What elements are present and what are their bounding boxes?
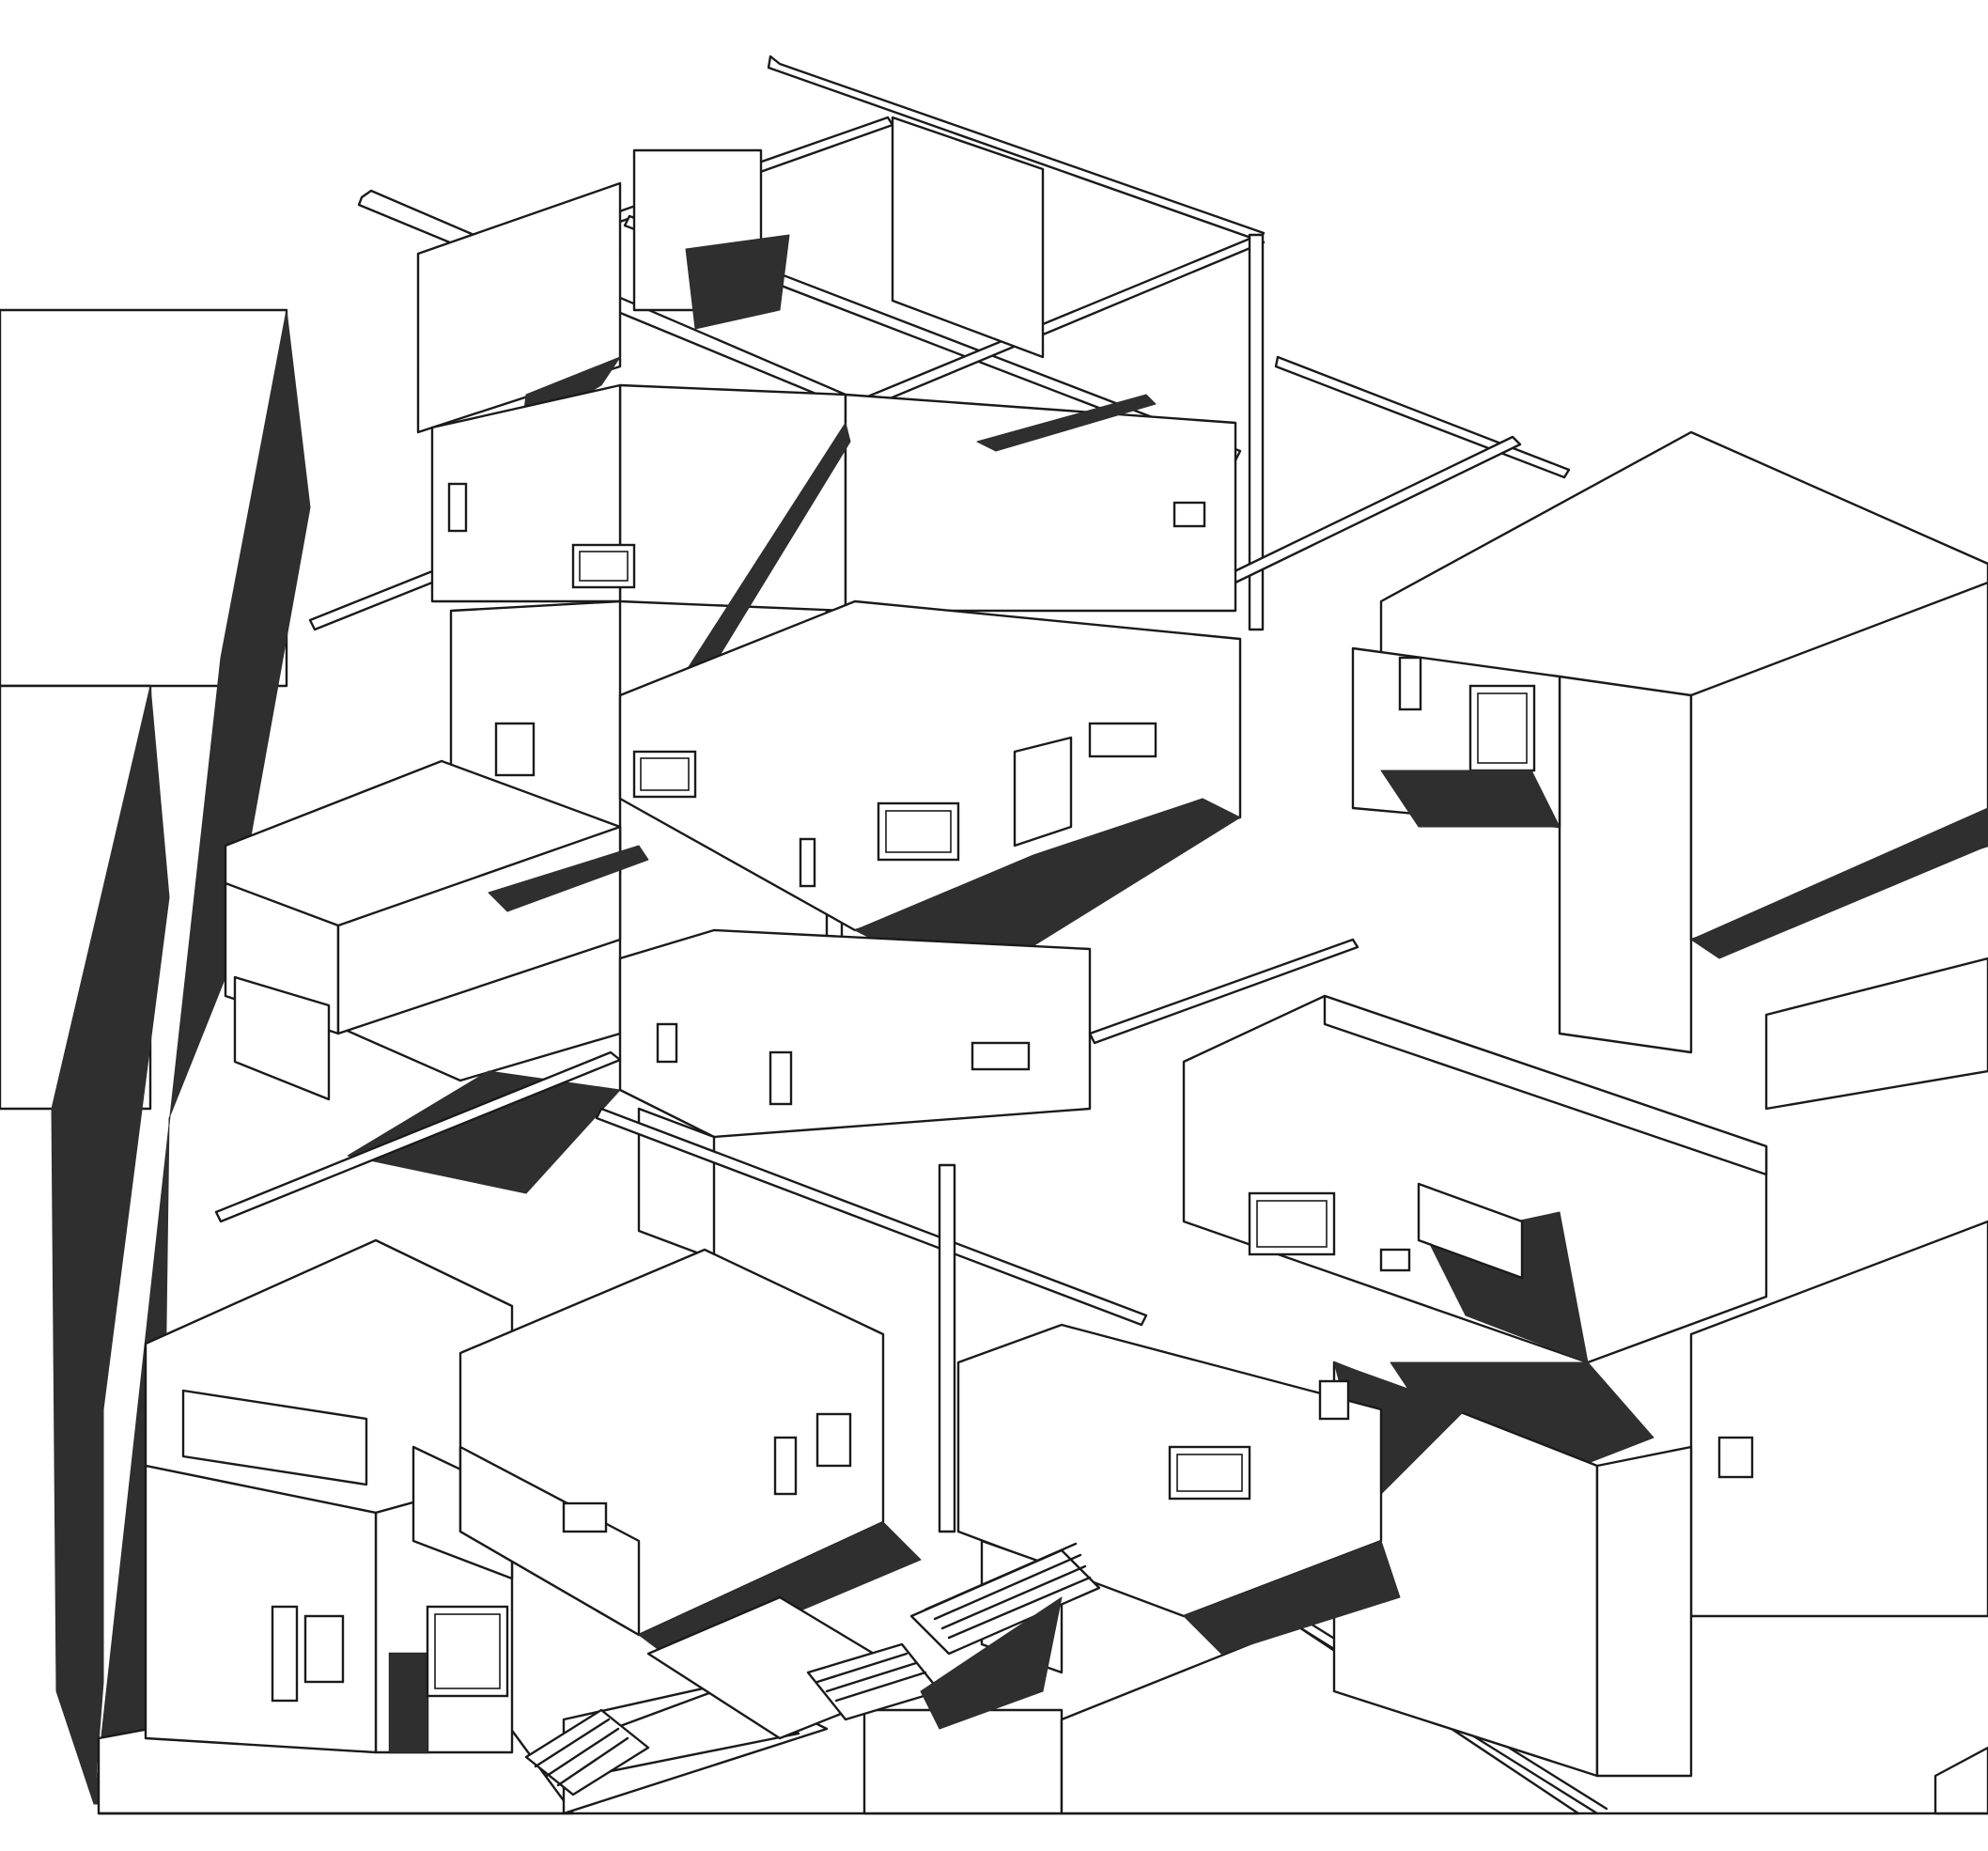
lower-left-module <box>144 1238 514 1754</box>
right-block <box>1351 430 1988 1054</box>
central-stairs <box>806 1542 1101 1730</box>
lower-left-stairs <box>524 1708 650 1797</box>
lower-center-module <box>458 1248 923 1740</box>
left-neighbor-building <box>0 308 311 1805</box>
right-terrace <box>1182 994 1768 1504</box>
central-box <box>618 599 1242 988</box>
right-lower-terrace <box>1332 957 1988 1778</box>
middle-terrace-left <box>224 599 649 1101</box>
long-beam-lower <box>214 938 1359 1533</box>
upper-tower <box>416 116 1237 696</box>
